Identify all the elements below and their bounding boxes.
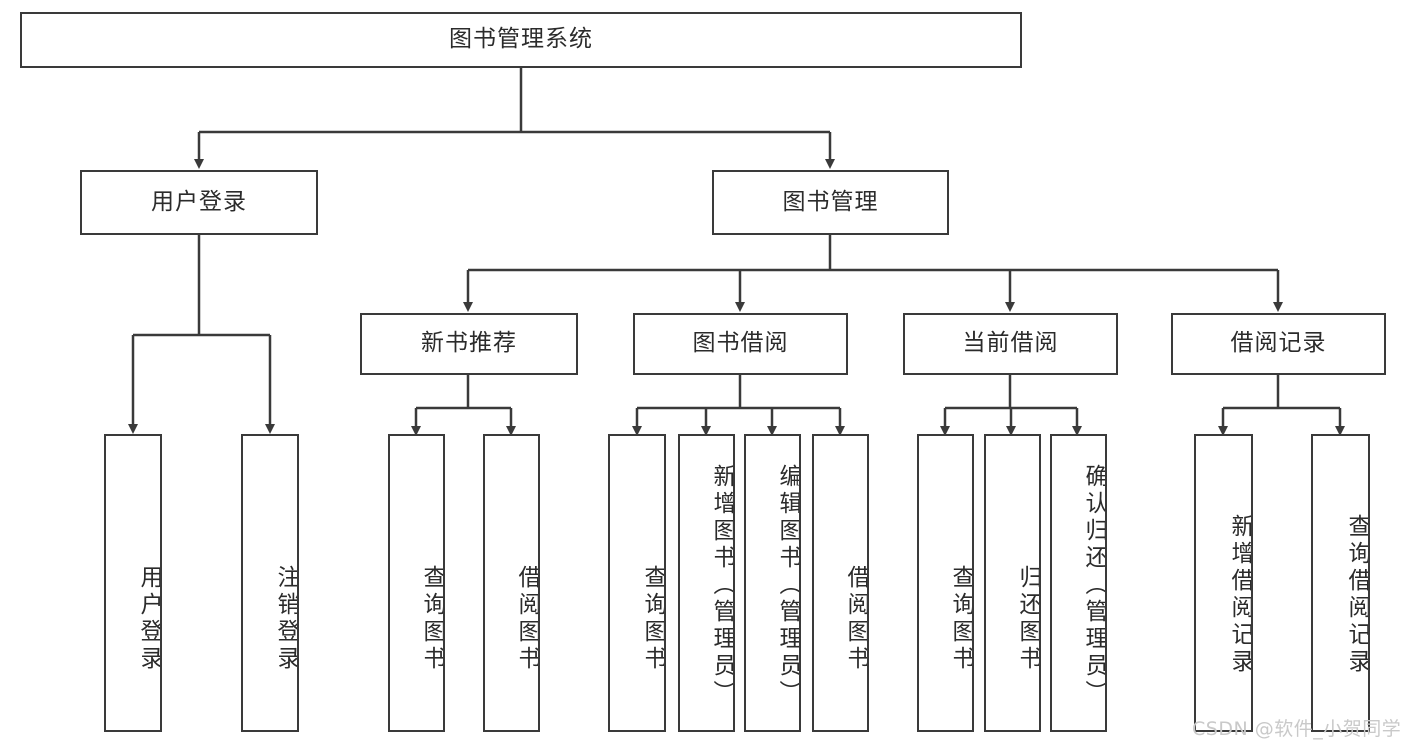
leaf-borrow-query-book[interactable]: 查询图书 bbox=[608, 434, 666, 732]
leaf-current-query-book[interactable]: 查询图书 bbox=[917, 434, 974, 732]
node-book-management[interactable]: 图书管理 bbox=[712, 170, 949, 235]
leaf-current-return-book[interactable]: 归还图书 bbox=[984, 434, 1041, 732]
leaf-borrow-add-book-admin[interactable]: 新增图书（管理员） bbox=[678, 434, 735, 732]
node-borrow-records[interactable]: 借阅记录 bbox=[1171, 313, 1386, 375]
leaf-records-query-record[interactable]: 查询借阅记录 bbox=[1311, 434, 1370, 732]
node-current-borrow[interactable]: 当前借阅 bbox=[903, 313, 1118, 375]
leaf-borrow-borrow-book[interactable]: 借阅图书 bbox=[812, 434, 869, 732]
leaf-borrow-edit-book-admin[interactable]: 编辑图书（管理员） bbox=[744, 434, 801, 732]
node-book-borrow[interactable]: 图书借阅 bbox=[633, 313, 848, 375]
leaf-user-login-logout[interactable]: 注销登录 bbox=[241, 434, 299, 732]
leaf-records-add-record[interactable]: 新增借阅记录 bbox=[1194, 434, 1253, 732]
node-user-login[interactable]: 用户登录 bbox=[80, 170, 318, 235]
leaf-new-book-query[interactable]: 查询图书 bbox=[388, 434, 445, 732]
leaf-current-confirm-return-admin[interactable]: 确认归还（管理员） bbox=[1050, 434, 1107, 732]
node-root-system[interactable]: 图书管理系统 bbox=[20, 12, 1022, 68]
leaf-user-login-login[interactable]: 用户登录 bbox=[104, 434, 162, 732]
leaf-new-book-borrow[interactable]: 借阅图书 bbox=[483, 434, 540, 732]
node-new-book-recommend[interactable]: 新书推荐 bbox=[360, 313, 578, 375]
